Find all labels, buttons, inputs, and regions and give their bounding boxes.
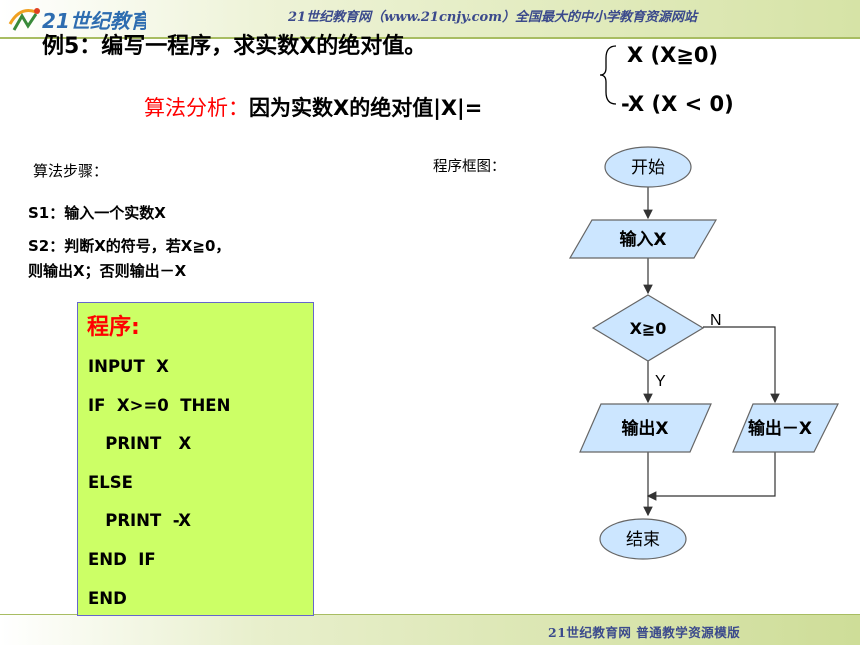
flow-input-node: [568, 219, 718, 259]
footer-band: [0, 615, 860, 645]
header-divider: [0, 37, 860, 39]
flow-end-node: [599, 518, 687, 560]
analysis-text: 因为实数X的绝对值|X|=: [249, 96, 483, 120]
piecewise-brace: [599, 45, 617, 105]
flow-start-text: 开始: [631, 158, 665, 178]
code-line: END IF: [88, 550, 156, 569]
site-footer-text: 21世纪教育网 普通教学资源模版: [548, 625, 741, 640]
code-line: ELSE: [88, 473, 133, 492]
analysis-label: 算法分析：: [144, 96, 249, 120]
program-code-box: 程序: INPUT X IF X>=0 THEN PRINT X ELSE PR…: [77, 302, 314, 616]
flow-no-label: N: [710, 312, 722, 329]
flow-output-negx-node: [732, 403, 839, 453]
algorithm-analysis: 算法分析：因为实数X的绝对值|X|=: [144, 92, 482, 122]
site-logo: 21世纪教育: [8, 8, 146, 33]
code-line: END: [88, 589, 127, 608]
flow-output-x-text: 输出X: [621, 418, 668, 439]
flow-start-node: [604, 146, 692, 188]
steps-heading: 算法步骤：: [33, 162, 109, 180]
example-title: 例5：编写一程序，求实数X的绝对值。: [42, 34, 427, 59]
step-s1: S1：输入一个实数X: [28, 204, 166, 222]
step-s2-line1: S2：判断X的符号，若X≧0，: [28, 237, 231, 255]
step-s2-line2: 则输出X；否则输出－X: [28, 262, 187, 280]
code-line: IF X>=0 THEN: [88, 396, 231, 415]
code-line: PRINT X: [88, 434, 192, 453]
flow-yes-label: Y: [655, 373, 666, 390]
program-heading: 程序:: [87, 315, 140, 340]
site-header-text: 21世纪教育网（www.21cnjy.com）全国最大的中小学教育资源网站: [288, 10, 697, 25]
formula-case-positive: X (X≧0): [627, 43, 719, 67]
svg-text:21世纪教育: 21世纪教育: [42, 9, 146, 33]
formula-case-negative: -X (X < 0): [621, 92, 734, 116]
flow-output-negx-text: 输出－X: [748, 418, 812, 439]
flow-decision-node: [591, 294, 705, 362]
flow-edge-no: [703, 326, 780, 404]
header-band: [0, 0, 860, 38]
flow-decision-text: X≧0: [630, 319, 667, 338]
flow-input-text: 输入X: [619, 229, 666, 250]
flow-end-text: 结束: [626, 530, 660, 550]
flowchart-label: 程序框图：: [433, 159, 506, 175]
flow-edge-merge: [646, 452, 776, 501]
flow-output-x-node: [579, 403, 712, 453]
code-line: INPUT X: [88, 357, 169, 376]
code-line: PRINT -X: [88, 511, 191, 530]
